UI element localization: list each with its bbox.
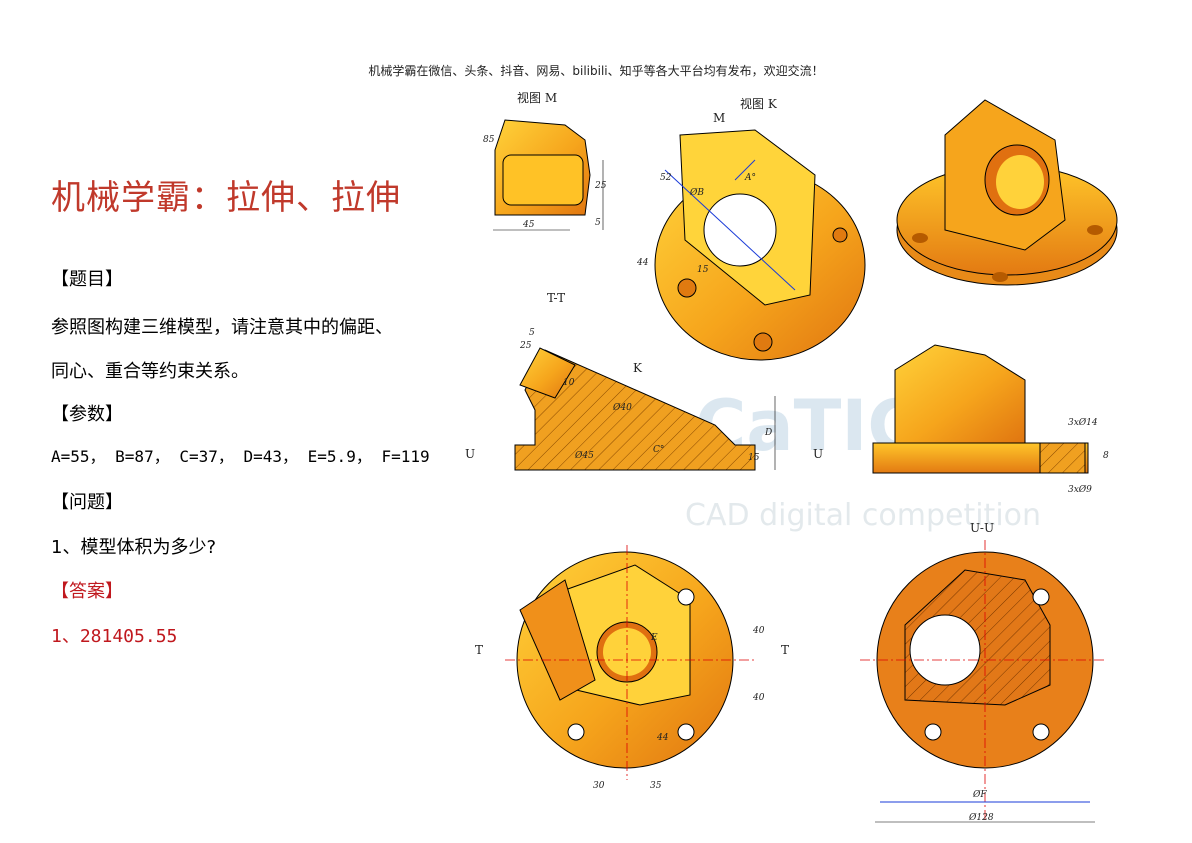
front-view: 3xØ14 3xØ9 8 [872,344,1109,495]
dim-D: D [764,428,772,438]
dim-44b: 44 [656,733,669,743]
page-title: 机械学霸：拉伸、拉伸 [51,178,401,218]
dim-phi45: Ø45 [574,450,594,461]
dim-A: A° [744,173,756,183]
label-u-left: U [465,447,475,461]
top-view: T T 40 40 E 44 30 35 [475,545,789,791]
isometric-view-top [896,99,1118,286]
dim-30: 30 [593,781,605,791]
dim-15b: 15 [748,453,760,463]
view-k-label: 视图 K [740,96,778,111]
params-heading: 【参数】 [51,404,123,425]
page-header: 机械学霸在微信、头条、抖音、网易、bilibili、知乎等各大平台均有发布，欢迎… [368,64,824,78]
dim-40b: 40 [752,693,765,703]
view-m-label: 视图 M [517,90,557,105]
label-u-right: U [813,447,823,461]
problem-1: 1、模型体积为多少? [51,537,217,558]
label-m: M [713,111,725,125]
answer-1: 1、281405.55 [51,626,178,647]
technical-drawing: CaTICs CAD digital competition 视图 M 45 2… [465,90,1118,823]
dim-25a: 25 [594,181,607,191]
question-text-line1: 参照图构建三维模型，请注意其中的偏距、 [51,317,393,338]
label-k: K [633,361,643,375]
answer-heading: 【答案】 [51,581,123,602]
question-text-line2: 同心、重合等约束关系。 [51,361,249,382]
section-tt: T-T U U K 25 5 10 Ø40 Ø45 C° D 15 [465,291,823,471]
dim-85: 85 [483,135,495,145]
label-t-left: T [475,643,483,657]
dim-3x9: 3xØ9 [1068,484,1092,495]
dim-40a: 40 [752,626,765,636]
dim-5a: 5 [595,218,601,228]
dim-phiB: ØB [689,187,704,198]
dim-8: 8 [1103,451,1109,461]
view-m: 视图 M 45 25 5 85 [483,90,607,231]
section-uu: U-U ØF Ø128 [860,521,1105,823]
dim-phi128: Ø128 [968,812,994,823]
params-text: A=55， B=87， C=37， D=43， E=5.9， F=119 [51,447,430,466]
dim-15: 15 [697,265,709,275]
dim-10: 10 [563,378,575,388]
dim-E: E [650,633,658,643]
dim-44a: 44 [636,258,649,268]
view-k: 视图 K M ØB A° 52 44 15 [636,96,866,361]
dim-52: 52 [660,173,672,183]
problem-heading: 【问题】 [51,492,123,513]
dim-5b: 5 [529,328,535,338]
dim-35: 35 [650,781,662,791]
dim-3x14: 3xØ14 [1068,417,1098,428]
dim-C: C° [653,445,664,455]
question-heading: 【题目】 [51,269,123,290]
section-tt-label: T-T [547,291,565,305]
dim-phi40: Ø40 [612,402,632,413]
dim-phiF: ØF [972,789,987,800]
watermark-text: CAD digital competition [685,498,1041,533]
dim-25b: 25 [519,341,532,351]
section-uu-label: U-U [970,521,994,535]
label-t-right: T [781,643,789,657]
dim-45: 45 [522,220,535,230]
